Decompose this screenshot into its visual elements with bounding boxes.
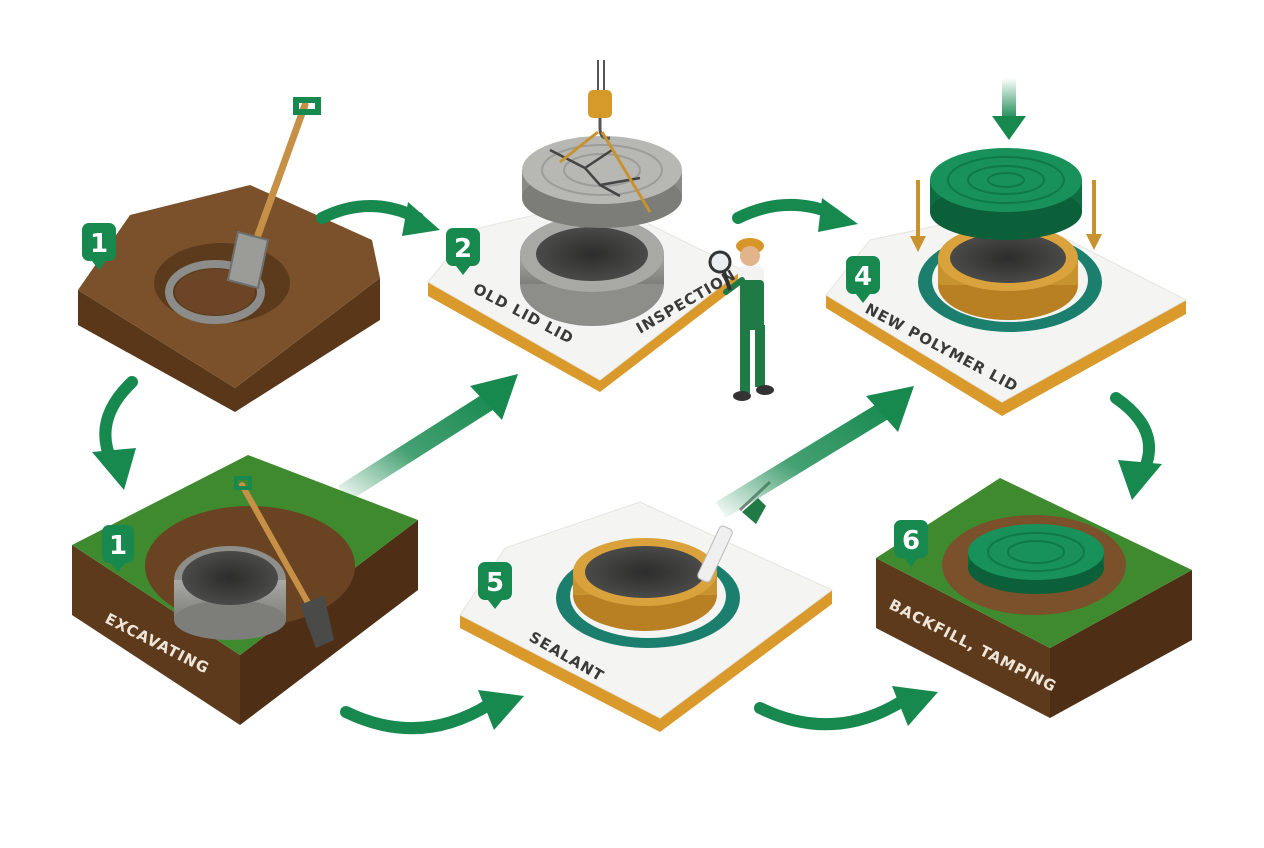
arrow-icon (338, 374, 518, 502)
worker-icon (723, 238, 774, 401)
cracked-old-lid (522, 136, 682, 228)
green-polymer-lid (930, 148, 1082, 240)
magnifier-icon (708, 250, 732, 291)
arrow-icon (732, 198, 858, 232)
step-1-excavating-block: EXCAVATING (72, 455, 418, 725)
step-4-platform: NEW POLYMER LID (825, 78, 1188, 416)
step-5-platform: SEALANT (459, 480, 833, 732)
lowering-arrows (910, 180, 1102, 252)
soil-block-side (78, 278, 380, 412)
grass-block-left-side (876, 558, 1050, 718)
well-ring-bottom (174, 600, 286, 640)
step-1-top-badge: 1 (82, 223, 116, 270)
arrow-icon (754, 686, 938, 731)
arrow-icon (92, 376, 138, 490)
shovel-icon (226, 97, 321, 290)
step-2-badge-number: 2 (454, 234, 472, 264)
platform-2-edge (428, 270, 742, 392)
step-1-top-badge-number: 1 (90, 229, 108, 259)
step-5-badge-number: 5 (486, 568, 504, 598)
step-1-bottom-badge: 1 (102, 525, 134, 572)
step-4-badge: 4 (846, 256, 880, 303)
arrow-icon (316, 200, 440, 236)
crane-hook-icon (559, 60, 652, 213)
arrow-icon (340, 690, 524, 735)
step-6-badge-number: 6 (902, 526, 920, 556)
step-6-backfill-block: BACKFILL, TAMPING (876, 478, 1192, 718)
manhole-hole (536, 227, 648, 281)
arrow-icon (716, 386, 914, 518)
platform-5-edge (460, 590, 832, 732)
step-1-bottom-badge-number: 1 (109, 531, 127, 561)
arrow-icon (992, 78, 1026, 140)
grass-block-left-side (72, 545, 240, 725)
step-1-soil-block (78, 97, 380, 412)
installed-green-lid (968, 524, 1104, 594)
ring-hole (585, 546, 705, 598)
well-ring-hole (182, 551, 278, 605)
step-6-badge: 6 (894, 520, 928, 567)
step-2-platform: OLD LID LID INSPECTION (427, 60, 743, 392)
grass-block-right-side (1050, 570, 1192, 718)
arrow-icon (1110, 392, 1162, 500)
step-2-badge: 2 (446, 228, 480, 275)
ring-hole (950, 233, 1066, 283)
steel-ring (165, 260, 265, 324)
shovel-icon (234, 476, 334, 648)
step-5-badge: 5 (478, 562, 512, 609)
step-4-badge-number: 4 (854, 262, 872, 292)
